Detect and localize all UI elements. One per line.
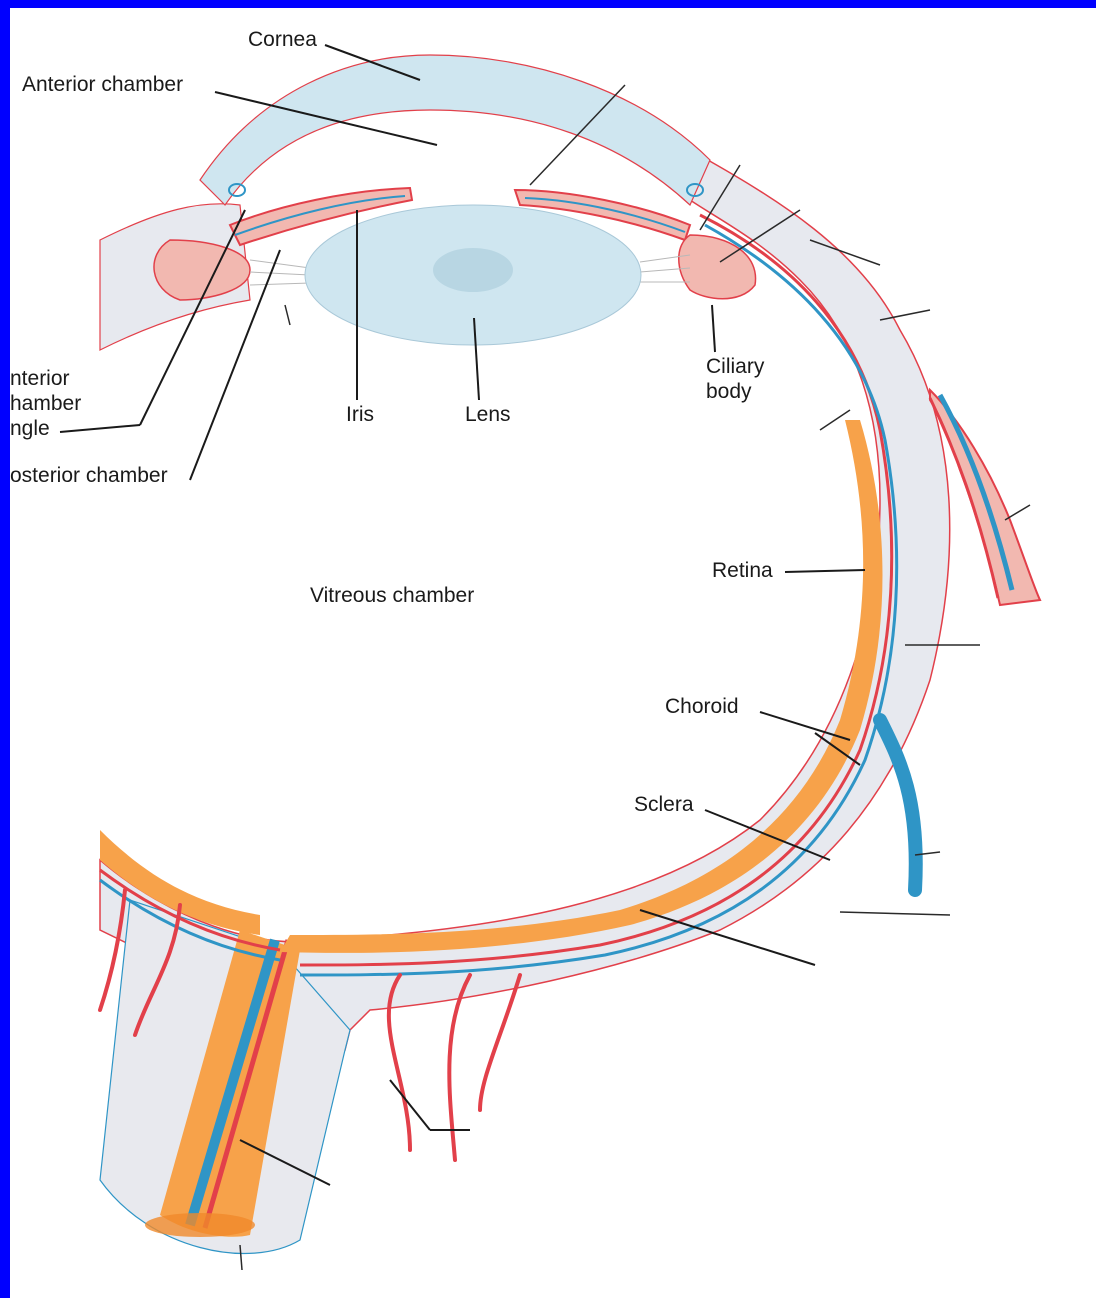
label-anterior-chamber: Anterior chamber	[22, 73, 183, 96]
vortex-vein	[880, 720, 916, 890]
lens	[305, 205, 641, 345]
label-ciliary-body-line2: body	[706, 380, 752, 403]
eye-diagram-canvas: Cornea Anterior chamber nterior hamber n…	[10, 8, 1096, 1298]
label-ciliary-body-line1: Ciliary	[706, 355, 765, 378]
label-retina: Retina	[712, 559, 773, 582]
label-choroid: Choroid	[665, 695, 739, 718]
cornea	[200, 55, 710, 205]
label-sclera: Sclera	[634, 793, 694, 816]
eye-cross-section-svg: Cornea Anterior chamber nterior hamber n…	[10, 8, 1096, 1298]
label-anterior-chamber-angle-line3: ngle	[10, 417, 50, 440]
label-cornea: Cornea	[248, 28, 317, 51]
label-vitreous-chamber: Vitreous chamber	[310, 584, 474, 607]
label-iris: Iris	[346, 403, 374, 426]
label-posterior-chamber: osterior chamber	[10, 464, 168, 487]
label-anterior-chamber-angle-line2: hamber	[10, 392, 81, 415]
label-anterior-chamber-angle-line1: nterior	[10, 367, 70, 390]
label-lens: Lens	[465, 403, 511, 426]
